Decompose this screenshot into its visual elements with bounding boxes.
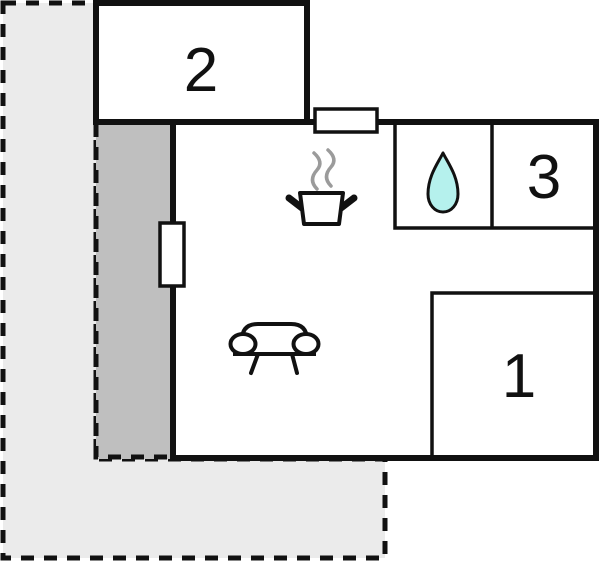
bathroom-outline bbox=[393, 120, 598, 230]
room-1-outline bbox=[430, 291, 598, 460]
covered-terrace-area bbox=[96, 122, 173, 459]
covered-terrace-dashed-border bbox=[93, 124, 173, 460]
room-2-outline bbox=[93, 0, 310, 125]
steam-wave-right bbox=[324, 148, 336, 188]
water-drop-icon bbox=[426, 151, 460, 214]
main-room-outline bbox=[170, 119, 599, 461]
sofa-right-armrest bbox=[291, 332, 321, 356]
left-window bbox=[158, 221, 186, 288]
room-3-label: 3 bbox=[527, 143, 561, 212]
room-1-label: 1 bbox=[502, 342, 536, 411]
cooking-pot-icon bbox=[285, 191, 358, 226]
steam-icon bbox=[310, 148, 336, 191]
sofa-left-armrest bbox=[228, 332, 258, 356]
top-window bbox=[313, 107, 379, 134]
steam-wave-left bbox=[310, 151, 322, 191]
sofa-icon bbox=[228, 322, 321, 375]
sofa-right-leg bbox=[290, 352, 299, 375]
room-2-label: 2 bbox=[184, 36, 218, 105]
sofa-left-leg bbox=[249, 352, 260, 375]
pot-body bbox=[298, 191, 345, 226]
